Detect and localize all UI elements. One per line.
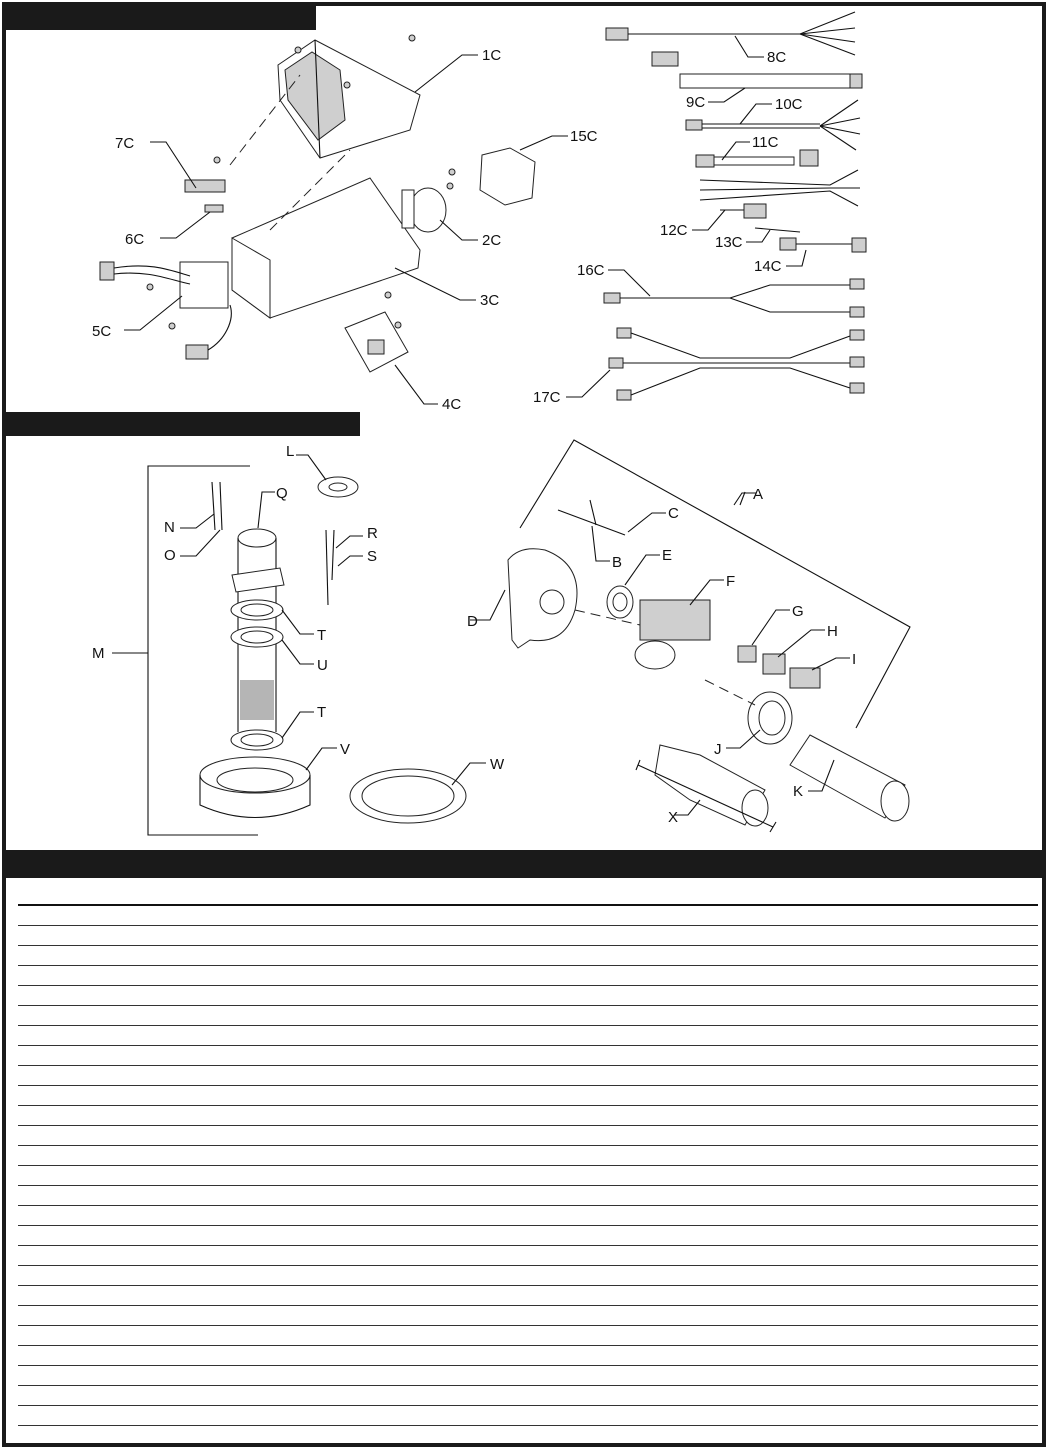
table-row	[18, 1266, 1038, 1286]
callout-d: D	[467, 613, 478, 630]
table-row	[18, 1126, 1038, 1146]
callout-t-upper: T	[317, 627, 326, 644]
callout-e: E	[662, 547, 672, 564]
callout-l: L	[286, 443, 294, 460]
table-row	[18, 1306, 1038, 1326]
callout-4c: 4C	[442, 396, 461, 413]
callout-q: Q	[276, 485, 288, 502]
callout-s: S	[367, 548, 377, 565]
table-row	[18, 1046, 1038, 1066]
table-row	[18, 1106, 1038, 1126]
callout-w: W	[490, 756, 505, 773]
burner-section-header-bar	[6, 412, 360, 436]
callout-m: M	[92, 645, 105, 662]
table-row	[18, 1006, 1038, 1026]
table-row	[18, 1326, 1038, 1346]
wiring-callouts: 8C 9C 10C 11C 12C 13C 14C 16C 17C	[533, 49, 803, 406]
callout-n: N	[164, 519, 175, 536]
parts-list-header-bar	[6, 850, 1042, 878]
table-row	[18, 1186, 1038, 1206]
table-header-row	[18, 886, 1038, 906]
burner-callouts: L Q N O R S M T U T V W	[92, 443, 505, 773]
callout-17c: 17C	[533, 389, 561, 406]
callout-v: V	[340, 741, 350, 758]
table-row	[18, 926, 1038, 946]
callout-12c: 12C	[660, 222, 688, 239]
callout-5c: 5C	[92, 323, 111, 340]
callout-a: A	[753, 486, 763, 503]
controls-section-header-bar	[6, 4, 316, 30]
callout-k: K	[793, 783, 803, 800]
callout-j: J	[714, 741, 722, 758]
callout-g: G	[792, 603, 804, 620]
table-row	[18, 1086, 1038, 1106]
callout-i: I	[852, 651, 856, 668]
callout-b: B	[612, 554, 622, 571]
table-row	[18, 966, 1038, 986]
table-row	[18, 1226, 1038, 1246]
callout-1c: 1C	[482, 47, 501, 64]
table-row	[18, 1346, 1038, 1366]
callout-h: H	[827, 623, 838, 640]
table-row	[18, 1386, 1038, 1406]
table-row	[18, 1146, 1038, 1166]
table-row	[18, 1366, 1038, 1386]
table-row	[18, 1286, 1038, 1306]
callout-o: O	[164, 547, 176, 564]
callout-8c: 8C	[767, 49, 786, 66]
callout-x: X	[668, 809, 678, 826]
callout-9c: 9C	[686, 94, 705, 111]
callout-10c: 10C	[775, 96, 803, 113]
table-row	[18, 1026, 1038, 1046]
table-row	[18, 1206, 1038, 1226]
controls-callouts: 1C 2C 3C 4C 5C 6C 7C 15C	[92, 47, 598, 413]
callout-c: C	[668, 505, 679, 522]
burner-assembly	[112, 454, 486, 836]
table-row	[18, 1166, 1038, 1186]
callout-3c: 3C	[480, 292, 499, 309]
callout-6c: 6C	[125, 231, 144, 248]
callout-7c: 7C	[115, 135, 134, 152]
control-box-assembly	[99, 34, 568, 405]
callout-t-lower: T	[317, 704, 326, 721]
table-row	[18, 946, 1038, 966]
table-row	[18, 1066, 1038, 1086]
callout-15c: 15C	[570, 128, 598, 145]
parts-list-table	[18, 886, 1038, 1426]
table-row	[18, 1406, 1038, 1426]
callout-2c: 2C	[482, 232, 501, 249]
callout-11c: 11C	[752, 134, 779, 151]
gas-train-callouts: A C B E D F G H I J K X	[467, 486, 856, 826]
callout-u: U	[317, 657, 328, 674]
callout-f: F	[726, 573, 735, 590]
callout-13c: 13C	[715, 234, 743, 251]
wire-harness-set	[566, 11, 867, 401]
gas-train-assembly	[470, 439, 911, 833]
callout-r: R	[367, 525, 378, 542]
callout-14c: 14C	[754, 258, 782, 275]
table-row	[18, 906, 1038, 926]
callout-16c: 16C	[577, 262, 605, 279]
table-row	[18, 1246, 1038, 1266]
exploded-parts-diagram: 1C 2C 3C 4C 5C 6C 7C 15C	[92, 11, 911, 836]
table-row	[18, 986, 1038, 1006]
